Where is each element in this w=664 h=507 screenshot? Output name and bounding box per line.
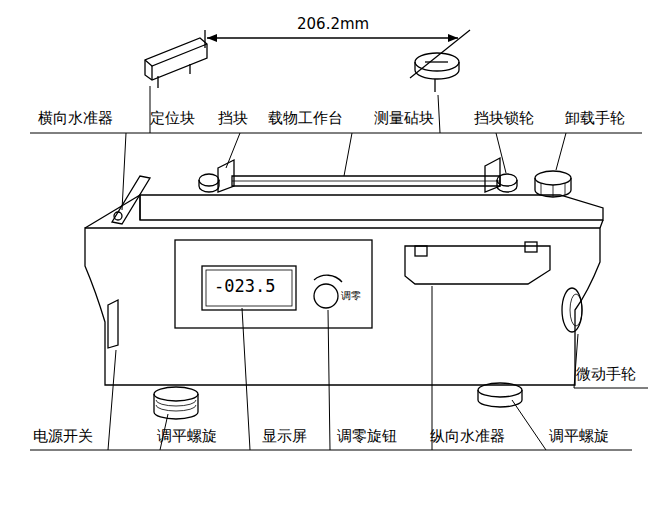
part-label: 纵向水准器 bbox=[430, 428, 505, 445]
level-bubble bbox=[525, 242, 537, 252]
part-label: 调平螺旋 bbox=[157, 428, 217, 445]
part-label: 调零旋钮 bbox=[337, 428, 397, 445]
unload-handwheel bbox=[535, 171, 571, 197]
positioning-block bbox=[145, 38, 207, 88]
micro-handwheel bbox=[562, 288, 582, 332]
work-table-edge bbox=[139, 195, 140, 220]
dimension-line bbox=[207, 37, 458, 38]
stop-lock-wheel bbox=[485, 158, 517, 192]
part-label: 载物工作台 bbox=[268, 110, 343, 127]
display-inner bbox=[206, 270, 292, 306]
zero-knob bbox=[314, 284, 338, 308]
leveling-foot bbox=[478, 383, 522, 407]
display-screen bbox=[202, 266, 296, 310]
part-label: 调平螺旋 bbox=[549, 428, 609, 445]
part-label: 显示屏 bbox=[262, 428, 307, 445]
dimension-text: 206.2mm bbox=[297, 16, 369, 33]
level-bubble bbox=[415, 246, 427, 256]
part-label: 测量砧块 bbox=[374, 110, 434, 127]
leader-lines bbox=[30, 86, 648, 450]
display-reading: -023.5 bbox=[214, 277, 275, 296]
housing bbox=[85, 228, 600, 385]
part-label: 横向水准器 bbox=[38, 110, 113, 127]
work-table bbox=[140, 195, 603, 220]
part-label: 挡块 bbox=[218, 110, 248, 127]
leveling-foot bbox=[154, 387, 198, 419]
zero-arc bbox=[314, 275, 342, 282]
part-label: 定位块 bbox=[150, 110, 195, 127]
part-label: 微动手轮 bbox=[576, 366, 636, 383]
level-bubble bbox=[114, 212, 122, 220]
display-panel bbox=[175, 240, 372, 328]
table-bar bbox=[232, 176, 500, 186]
part-label: 卸载手轮 bbox=[565, 110, 625, 127]
power-switch bbox=[108, 300, 118, 348]
knob-label: 调零 bbox=[341, 290, 361, 301]
measuring-anvil bbox=[415, 53, 459, 92]
stop-block bbox=[199, 160, 234, 192]
extension-line bbox=[410, 30, 470, 78]
part-label: 电源开关 bbox=[33, 428, 93, 445]
housing-edge bbox=[85, 195, 603, 228]
level-vial bbox=[112, 176, 150, 224]
part-label: 挡块锁轮 bbox=[474, 110, 534, 127]
